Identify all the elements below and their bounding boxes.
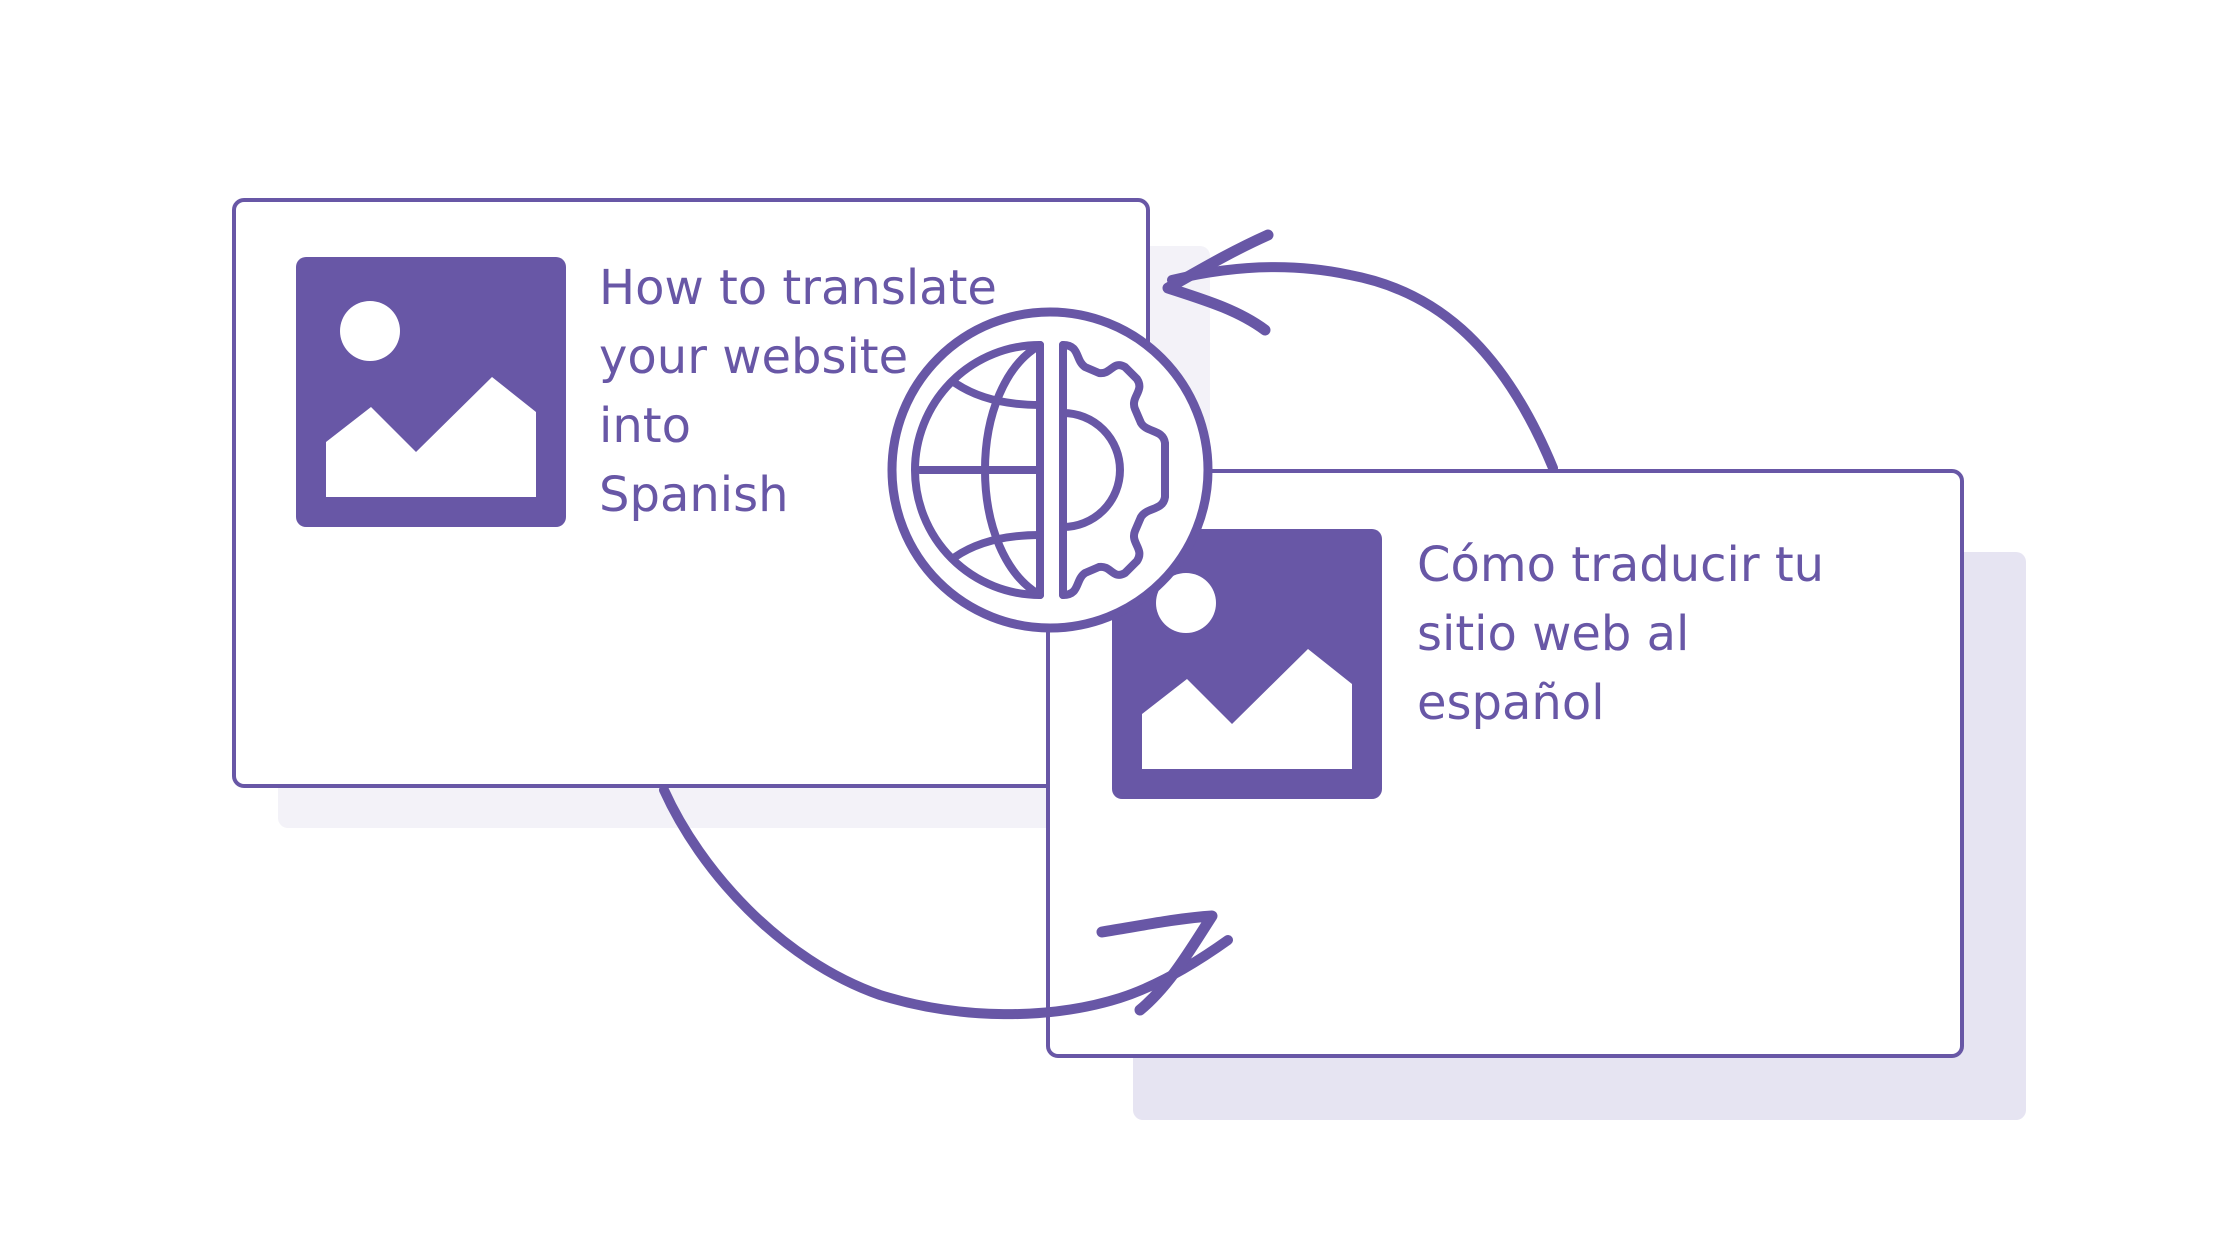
globe-gear-icon — [887, 307, 1213, 633]
source-title: How to translate your website into Spani… — [599, 254, 1059, 530]
arrow-curved-bottom — [659, 785, 1233, 1020]
target-title-line: sitio web al — [1417, 606, 1690, 662]
target-title-line: español — [1417, 675, 1605, 731]
source-title-line: Spanish — [599, 467, 789, 523]
target-title-line: Cómo traducir tu — [1417, 537, 1825, 593]
source-card: How to translate your website into Spani… — [232, 198, 1150, 788]
image-placeholder-icon — [1112, 529, 1382, 799]
arrow-curved-top — [1162, 229, 1558, 473]
source-title-line: your website — [599, 329, 909, 385]
source-title-line: How to translate — [599, 260, 997, 316]
image-placeholder-icon — [296, 257, 566, 527]
target-title: Cómo traducir tu sitio web al español — [1417, 531, 1917, 738]
source-title-line: into — [599, 398, 691, 454]
